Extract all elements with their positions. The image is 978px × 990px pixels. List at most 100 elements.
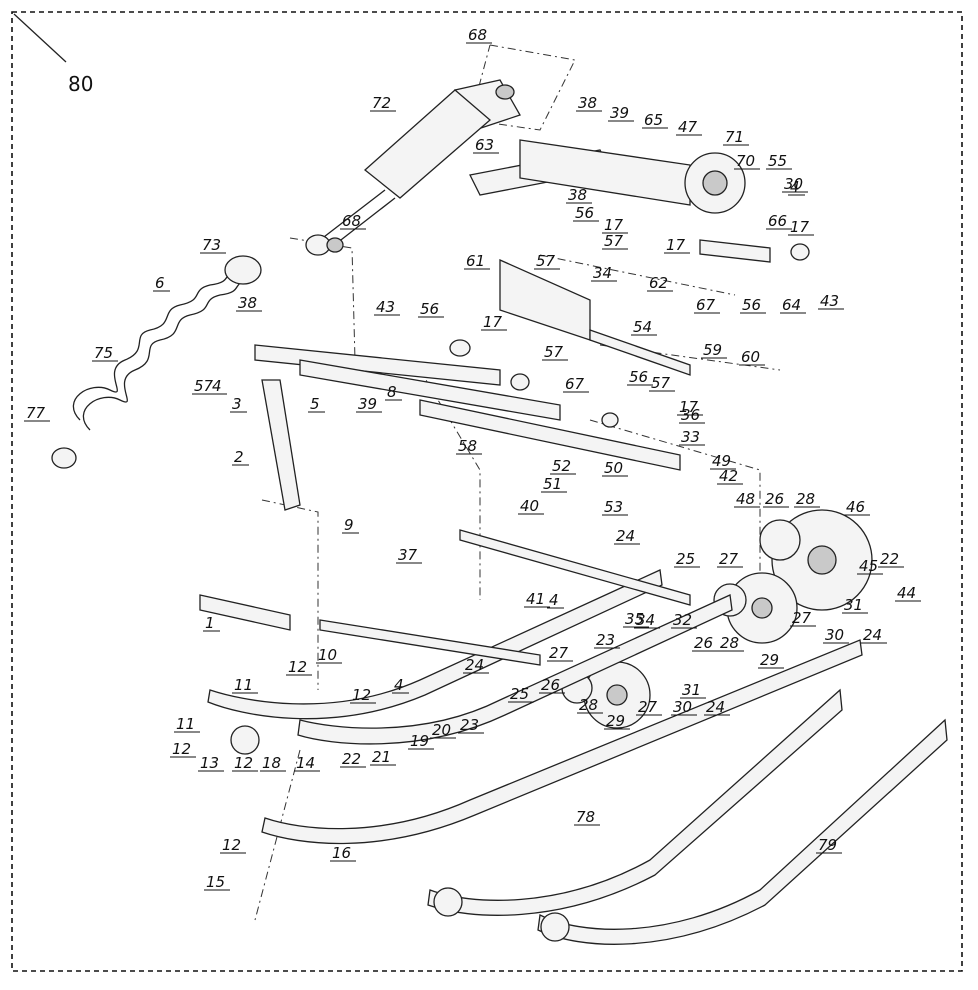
assembly-leader	[13, 13, 67, 63]
callout-label: 57	[544, 343, 564, 361]
callout-label: 77	[26, 404, 46, 422]
callout-label: 60	[741, 348, 760, 366]
callout-label: 10	[318, 646, 337, 664]
callout-label: 58	[458, 437, 477, 455]
callout-3: 3	[230, 395, 247, 413]
callout-22: 22	[340, 750, 366, 768]
callout-32: 32	[671, 611, 697, 629]
callout-label: 38	[568, 186, 587, 204]
callout-label: 3	[232, 395, 242, 413]
callout-12: 12	[232, 754, 258, 772]
callout-52: 52	[550, 457, 576, 475]
callout-1: 1	[203, 614, 220, 632]
callout-label: 72	[372, 94, 391, 112]
callout-label: 4	[549, 591, 559, 609]
callout-12: 12	[170, 740, 196, 758]
callout-16: 16	[330, 844, 356, 862]
callout-label: 2	[234, 448, 244, 466]
callout-label: 56	[629, 368, 648, 386]
callout-label: 47	[678, 118, 698, 136]
callout-43: 43	[818, 292, 844, 310]
callout-label: 26	[765, 490, 784, 508]
callout-label: 65	[644, 111, 663, 129]
callout-label: 12	[234, 754, 253, 772]
callout-label: 57	[194, 377, 214, 395]
callout-label: 23	[460, 716, 479, 734]
callout-65: 65	[642, 111, 668, 129]
callout-67: 67	[563, 375, 589, 393]
callout-label: 28	[579, 696, 598, 714]
callout-label: 57	[604, 232, 624, 250]
callout-label: 57	[651, 374, 671, 392]
callout-label: 26	[694, 634, 713, 652]
callout-label: 45	[859, 557, 878, 575]
callout-label: 12	[352, 686, 371, 704]
callout-label: 32	[673, 611, 692, 629]
callout-label: 35	[625, 610, 644, 628]
callout-4: 4	[788, 178, 805, 196]
callout-47: 47	[676, 118, 702, 136]
callout-62: 62	[647, 274, 673, 292]
callout-label: 28	[796, 490, 815, 508]
callout-label: 75	[94, 344, 113, 362]
callout-27: 27	[717, 550, 743, 568]
callout-30: 30	[823, 626, 849, 644]
callout-75: 75	[92, 344, 118, 362]
callout-61: 61	[464, 252, 490, 270]
callout-4: 4	[392, 676, 409, 694]
callout-19: 19	[408, 732, 434, 750]
callout-label: 39	[610, 104, 629, 122]
center-frame	[254, 258, 691, 471]
callout-4: 4	[547, 591, 564, 609]
callout-label: 46	[846, 498, 865, 516]
shock-absorber	[305, 79, 521, 256]
callout-label: 27	[549, 644, 569, 662]
callout-56: 56	[573, 204, 599, 222]
callout-39: 39	[356, 395, 382, 413]
callout-38: 38	[576, 94, 602, 112]
callout-label: 22	[342, 750, 361, 768]
callout-39: 39	[608, 104, 634, 122]
callout-46: 46	[844, 498, 870, 516]
callout-55: 55	[766, 152, 792, 170]
callout-29: 29	[758, 651, 784, 669]
callout-78: 78	[574, 808, 600, 826]
callout-label: 17	[604, 216, 624, 234]
callout-66: 66	[766, 212, 792, 230]
callout-28: 28	[718, 634, 744, 652]
callout-label: 36	[681, 406, 700, 424]
callout-28: 28	[794, 490, 820, 508]
callout-72: 72	[370, 94, 396, 112]
callout-79: 79	[816, 836, 842, 854]
callout-8: 8	[385, 383, 402, 401]
callout-label: 43	[376, 298, 395, 316]
callout-23: 23	[458, 716, 484, 734]
callout-4: 4	[210, 377, 227, 395]
callout-11: 11	[174, 715, 200, 733]
callout-67: 67	[694, 296, 720, 314]
callout-12: 12	[220, 836, 246, 854]
slide-rails	[207, 569, 948, 945]
callout-57: 57	[602, 232, 628, 250]
callout-label: 34	[593, 264, 612, 282]
callout-30: 30	[671, 698, 697, 716]
callout-71: 71	[723, 128, 749, 146]
callout-label: 55	[768, 152, 787, 170]
callout-label: 30	[784, 175, 803, 193]
callout-50: 50	[602, 459, 628, 477]
cross-shafts	[319, 529, 691, 666]
callout-40: 40	[518, 497, 544, 515]
callout-54: 54	[631, 318, 657, 336]
callout-73: 73	[200, 236, 226, 254]
callout-10: 10	[316, 646, 342, 664]
front-arm-link	[199, 379, 301, 631]
callout-label: 4	[790, 178, 800, 196]
callout-23: 23	[594, 631, 620, 649]
callout-label: 30	[673, 698, 692, 716]
callout-label: 59	[703, 341, 722, 359]
callout-38: 38	[566, 186, 592, 204]
callout-label: 12	[288, 658, 307, 676]
callout-42: 42	[717, 467, 743, 485]
callout-34: 34	[591, 264, 617, 282]
